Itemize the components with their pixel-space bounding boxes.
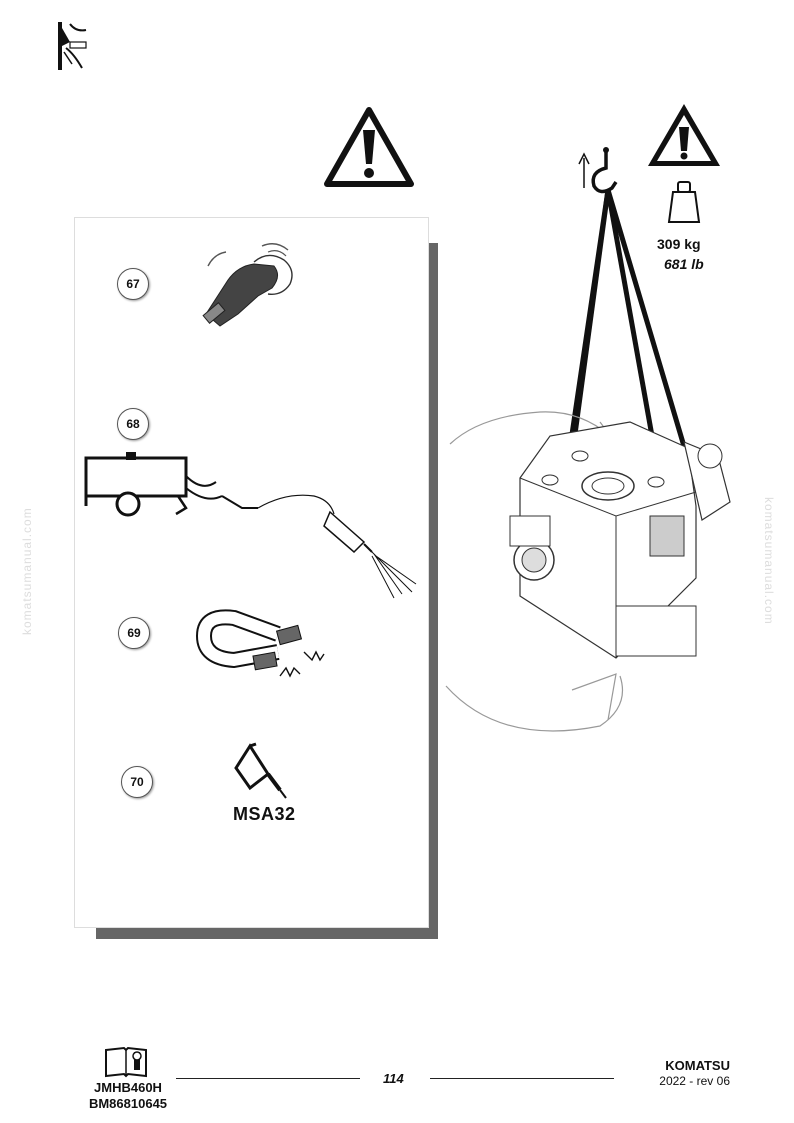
weight-icon [667, 181, 701, 223]
warning-triangle-icon [324, 107, 414, 187]
watermark-right: komatsumanual.com [762, 497, 776, 625]
manual-code-2: BM86810645 [88, 1096, 168, 1111]
revision: 2022 - rev 06 [659, 1074, 730, 1088]
brand-name: KOMATSU [665, 1058, 730, 1073]
magnet-icon [195, 609, 325, 678]
step-68-number: 68 [117, 408, 149, 440]
procedure-panel [74, 217, 429, 928]
footer-rule-left [176, 1078, 360, 1079]
manual-code-1: JMHB460H [94, 1080, 162, 1095]
warning-triangle-lift-icon [648, 104, 720, 166]
page-number: 114 [383, 1071, 404, 1086]
step-69-number: 69 [118, 617, 150, 649]
footer-rule-right [430, 1078, 614, 1079]
pressure-washer-icon [84, 452, 417, 599]
cleaning-cloth-glove-icon [202, 243, 293, 327]
step-70-number: 70 [121, 766, 153, 798]
weight-kg: 309 kg [657, 236, 701, 252]
valve-block-lift-illustration [445, 189, 731, 732]
sealant-tube-icon [234, 742, 287, 799]
weight-lb: 681 lb [664, 256, 704, 272]
sealant-product-label: MSA32 [233, 804, 296, 824]
manual-book-icon [105, 1046, 147, 1078]
watermark-left: komatsumanual.com [20, 507, 34, 635]
disassembly-symbol-icon [58, 22, 87, 70]
step-67-number: 67 [117, 268, 149, 300]
